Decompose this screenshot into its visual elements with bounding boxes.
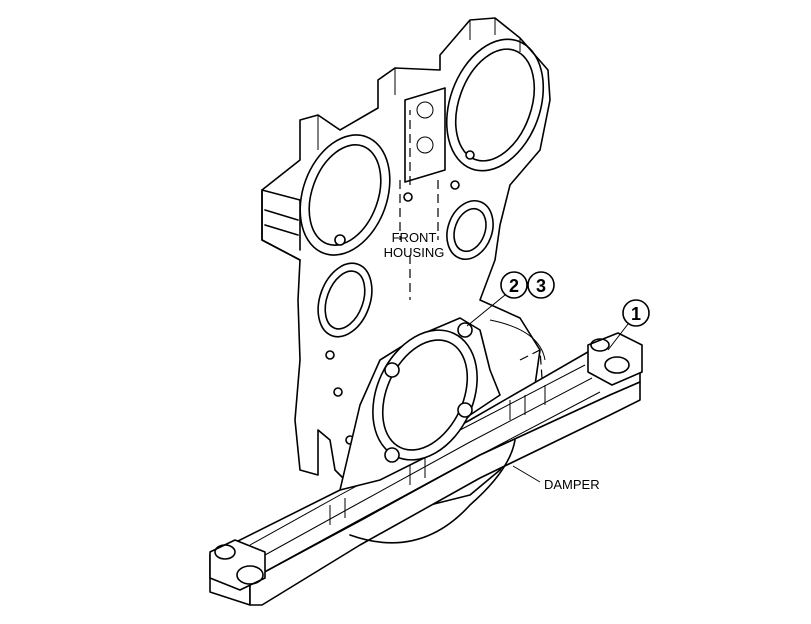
callout-item-3: 3 (527, 271, 555, 299)
front-housing-label-line1: FRONT (392, 230, 437, 245)
leader-line-damper (512, 465, 541, 483)
callout-3-text: 3 (536, 276, 546, 296)
front-housing-drawing (261, 17, 551, 506)
leader-line-2-3 (466, 294, 506, 327)
leader-line-1 (607, 323, 629, 351)
callout-item-2: 2 (500, 271, 528, 299)
callout-2-text: 2 (509, 276, 519, 296)
callout-item-1: 1 (622, 299, 650, 327)
front-housing-label-line2: HOUSING (384, 245, 445, 260)
damper-label: DAMPER (544, 477, 600, 492)
callout-1-text: 1 (631, 304, 641, 324)
bracket-drawing (209, 317, 643, 606)
